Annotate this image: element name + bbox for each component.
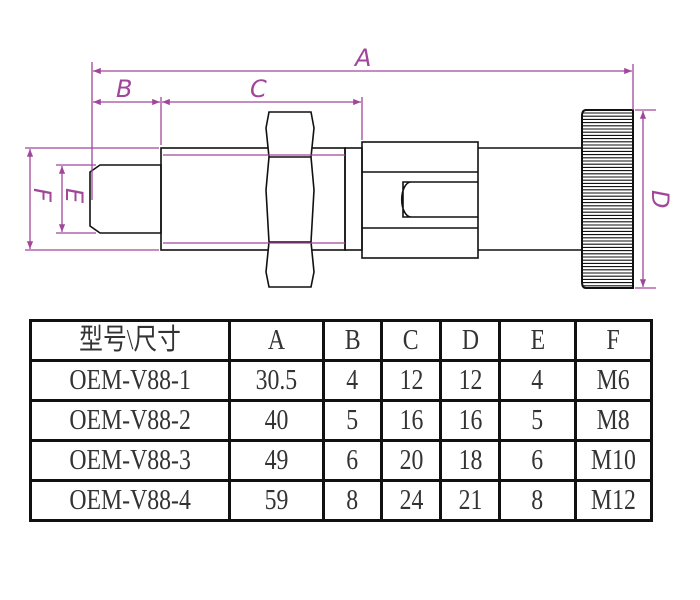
slot bbox=[400, 181, 478, 218]
dimension-label-e: E bbox=[60, 188, 88, 204]
dimension-cell: 24 bbox=[380, 479, 442, 522]
dimension-cell: 16 bbox=[439, 399, 501, 442]
header-cell: C bbox=[380, 319, 442, 362]
header-cell: E bbox=[498, 319, 577, 362]
model-cell: OEM-V88-2 bbox=[29, 399, 231, 442]
dimension-cell: 5 bbox=[498, 399, 577, 442]
dimension-cell: 21 bbox=[439, 479, 501, 522]
dimension-cell: 8 bbox=[322, 479, 383, 522]
dimension-label-c: C bbox=[250, 75, 267, 103]
model-cell: OEM-V88-3 bbox=[29, 439, 231, 482]
knurled-knob bbox=[581, 109, 634, 289]
dimension-label-f: F bbox=[28, 188, 56, 203]
table-header-row: 型号\尺寸 A B C D E F bbox=[29, 319, 653, 362]
model-cell: OEM-V88-4 bbox=[29, 479, 231, 522]
header-cell: F bbox=[574, 319, 653, 362]
dimension-cell: 12 bbox=[380, 359, 442, 402]
sleeve bbox=[361, 141, 479, 259]
hex-nut bbox=[265, 111, 315, 288]
threaded-tip bbox=[89, 164, 162, 234]
dimension-lines bbox=[25, 62, 656, 289]
dimension-cell: 30.5 bbox=[228, 359, 325, 402]
plunger-technical-drawing: A B C D E F bbox=[25, 44, 674, 289]
dimension-cell: M6 bbox=[574, 359, 653, 402]
dimension-cell: 6 bbox=[322, 439, 383, 482]
header-cell: B bbox=[322, 319, 383, 362]
dimension-cell: 6 bbox=[498, 439, 577, 482]
dimension-cell: 4 bbox=[322, 359, 383, 402]
header-cell: D bbox=[439, 319, 501, 362]
dimension-cell: 49 bbox=[228, 439, 325, 482]
dimension-cell: M12 bbox=[574, 479, 653, 522]
dimension-cell: 4 bbox=[498, 359, 577, 402]
dimension-label-d: D bbox=[646, 190, 674, 208]
dimension-cell: 59 bbox=[228, 479, 325, 522]
dimension-cell: 20 bbox=[380, 439, 442, 482]
dimension-cell: 5 bbox=[322, 399, 383, 442]
dimension-label-b: B bbox=[116, 75, 132, 103]
dimension-cell: 40 bbox=[228, 399, 325, 442]
dimension-cell: M10 bbox=[574, 439, 653, 482]
dimension-cell: 8 bbox=[498, 479, 577, 522]
dimension-cell: 16 bbox=[380, 399, 442, 442]
dimension-cell: 12 bbox=[439, 359, 501, 402]
dimension-label-a: A bbox=[353, 44, 371, 72]
model-cell: OEM-V88-1 bbox=[29, 359, 231, 402]
dimension-cell: 18 bbox=[439, 439, 501, 482]
neck bbox=[344, 147, 363, 251]
header-cell: 型号\尺寸 bbox=[29, 319, 231, 362]
threaded-body bbox=[160, 147, 346, 251]
dimension-cell: M8 bbox=[574, 399, 653, 442]
header-cell: A bbox=[228, 319, 325, 362]
